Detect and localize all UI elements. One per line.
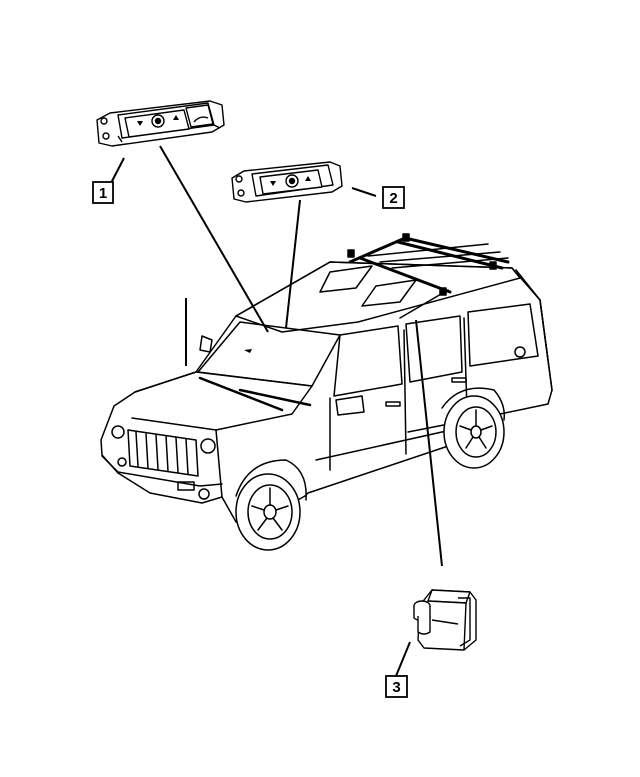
leader-line-2-label <box>351 187 377 197</box>
leader-line-3-label <box>395 641 411 677</box>
leader-line-1 <box>109 157 125 186</box>
callout-1: 1 <box>92 181 114 204</box>
rear-overhead-switch-icon <box>231 161 343 203</box>
leader-line-1-part <box>159 145 269 333</box>
overhead-console-switch-icon <box>96 100 225 147</box>
callout-1-label: 1 <box>99 185 107 202</box>
leader-lines <box>109 145 443 677</box>
vehicle-suv-icon <box>100 233 553 551</box>
sensor-connector-icon <box>413 589 477 651</box>
leader-line-3 <box>415 319 443 567</box>
leader-line-2 <box>285 199 301 329</box>
callout-3: 3 <box>385 675 408 698</box>
callout-2: 2 <box>382 186 405 209</box>
callout-3-label: 3 <box>392 679 400 696</box>
callout-2-label: 2 <box>389 190 397 207</box>
